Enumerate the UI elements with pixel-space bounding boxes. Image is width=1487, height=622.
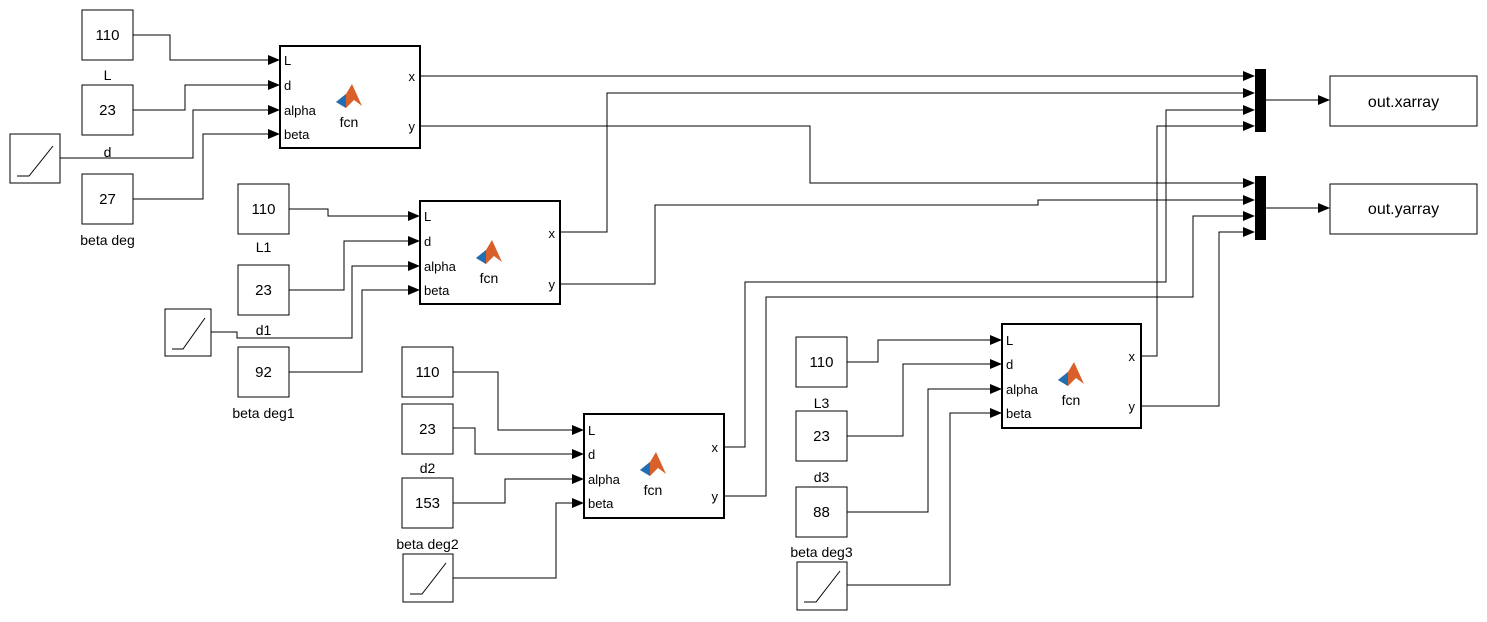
input-port-label: beta xyxy=(588,496,614,511)
block-label: L xyxy=(104,67,112,83)
constant-block-4[interactable]: 110 xyxy=(237,183,290,235)
block-label: L1 xyxy=(256,239,272,255)
function-name: fcn xyxy=(480,270,499,286)
ramp-block-1[interactable]: d xyxy=(9,133,112,184)
constant-value: 110 xyxy=(810,354,834,371)
constant-value: 110 xyxy=(416,364,440,381)
input-port-label: L xyxy=(284,53,291,68)
signal-lines xyxy=(60,34,1318,586)
function-name: fcn xyxy=(1062,392,1081,408)
constant-block-5[interactable]: 23 L1 xyxy=(237,239,290,316)
constant-value: 23 xyxy=(813,428,830,445)
matlab-logo-icon xyxy=(640,452,666,476)
function-name: fcn xyxy=(340,114,359,130)
ramp-icon xyxy=(804,570,841,603)
matlab-logo-icon xyxy=(336,84,362,108)
constant-block-7[interactable]: 110 xyxy=(401,346,454,398)
matlab-logo-icon xyxy=(476,240,502,264)
matlab-function-block-4[interactable]: L d alpha beta x y fcn xyxy=(1001,323,1142,429)
input-port-label: L xyxy=(424,209,431,224)
constant-value: 110 xyxy=(252,201,276,218)
matlab-logo-icon xyxy=(1058,362,1084,386)
mux-block-x[interactable] xyxy=(1255,69,1266,132)
signal-arrowheads xyxy=(268,55,1330,508)
mux-block-y[interactable] xyxy=(1255,176,1266,240)
input-port-label: alpha xyxy=(424,259,457,274)
to-workspace-block-yarray[interactable]: out.yarray xyxy=(1329,183,1478,235)
ramp-icon xyxy=(17,145,54,177)
input-port-label: alpha xyxy=(284,103,317,118)
block-label: d2 xyxy=(420,460,436,476)
block-label: beta deg1 xyxy=(232,405,294,421)
constant-block-12[interactable]: 88 d3 xyxy=(795,469,848,538)
constant-value: 153 xyxy=(415,495,440,512)
constant-value: 92 xyxy=(255,364,272,381)
input-port-label: beta xyxy=(424,283,450,298)
input-port-label: L xyxy=(1006,333,1013,348)
constant-value: 23 xyxy=(99,102,116,119)
input-port-label: alpha xyxy=(1006,382,1039,397)
output-name: out.xarray xyxy=(1368,94,1439,111)
output-port-label: x xyxy=(712,440,719,455)
output-port-label: y xyxy=(1129,399,1136,414)
input-port-label: beta xyxy=(284,127,310,142)
input-port-label: d xyxy=(1006,357,1013,372)
constant-value: 110 xyxy=(96,27,120,44)
constant-block-10[interactable]: 110 xyxy=(795,336,848,388)
ramp-block-2[interactable]: d1 xyxy=(164,308,272,357)
block-label: L3 xyxy=(814,395,830,411)
constant-block-9[interactable]: 153 d2 xyxy=(401,460,454,529)
input-port-label: d xyxy=(424,234,431,249)
matlab-function-block-2[interactable]: L d alpha beta x y fcn xyxy=(419,200,561,305)
output-port-label: x xyxy=(1129,349,1136,364)
input-port-label: d xyxy=(588,447,595,462)
ramp-icon xyxy=(410,562,447,595)
constant-value: 27 xyxy=(99,191,116,208)
ramp-block-3[interactable]: beta deg2 xyxy=(396,536,459,603)
constant-value: 23 xyxy=(419,421,436,438)
to-workspace-block-xarray[interactable]: out.xarray xyxy=(1329,75,1478,127)
block-label: d3 xyxy=(814,469,830,485)
constant-block-1[interactable]: 110 xyxy=(81,9,134,61)
block-label: beta deg xyxy=(80,232,135,248)
constant-block-11[interactable]: 23 L3 xyxy=(795,395,848,462)
input-port-label: beta xyxy=(1006,406,1032,421)
function-name: fcn xyxy=(644,482,663,498)
matlab-function-block-3[interactable]: L d alpha beta x y fcn xyxy=(583,413,725,519)
block-label: d1 xyxy=(256,322,272,338)
constant-value: 23 xyxy=(255,282,272,299)
block-label: beta deg3 xyxy=(790,544,852,560)
constant-value: 88 xyxy=(813,504,830,521)
constant-block-6[interactable]: 92 beta deg1 xyxy=(232,346,295,421)
constant-block-3[interactable]: 27 beta deg xyxy=(80,173,135,248)
ramp-block-4[interactable]: beta deg3 xyxy=(790,544,853,611)
block-label: beta deg2 xyxy=(396,536,458,552)
input-port-label: L xyxy=(588,423,595,438)
output-name: out.yarray xyxy=(1368,201,1439,218)
block-label: d xyxy=(104,144,112,160)
output-port-label: y xyxy=(549,277,556,292)
constant-block-8[interactable]: 23 xyxy=(401,403,454,455)
ramp-icon xyxy=(172,317,206,350)
output-port-label: x xyxy=(409,69,416,84)
output-port-label: y xyxy=(712,489,719,504)
input-port-label: d xyxy=(284,78,291,93)
constant-block-2[interactable]: 23 L xyxy=(81,67,134,136)
matlab-function-block-1[interactable]: L d alpha beta x y fcn xyxy=(279,45,421,149)
input-port-label: alpha xyxy=(588,472,621,487)
output-port-label: x xyxy=(549,226,556,241)
output-port-label: y xyxy=(409,119,416,134)
